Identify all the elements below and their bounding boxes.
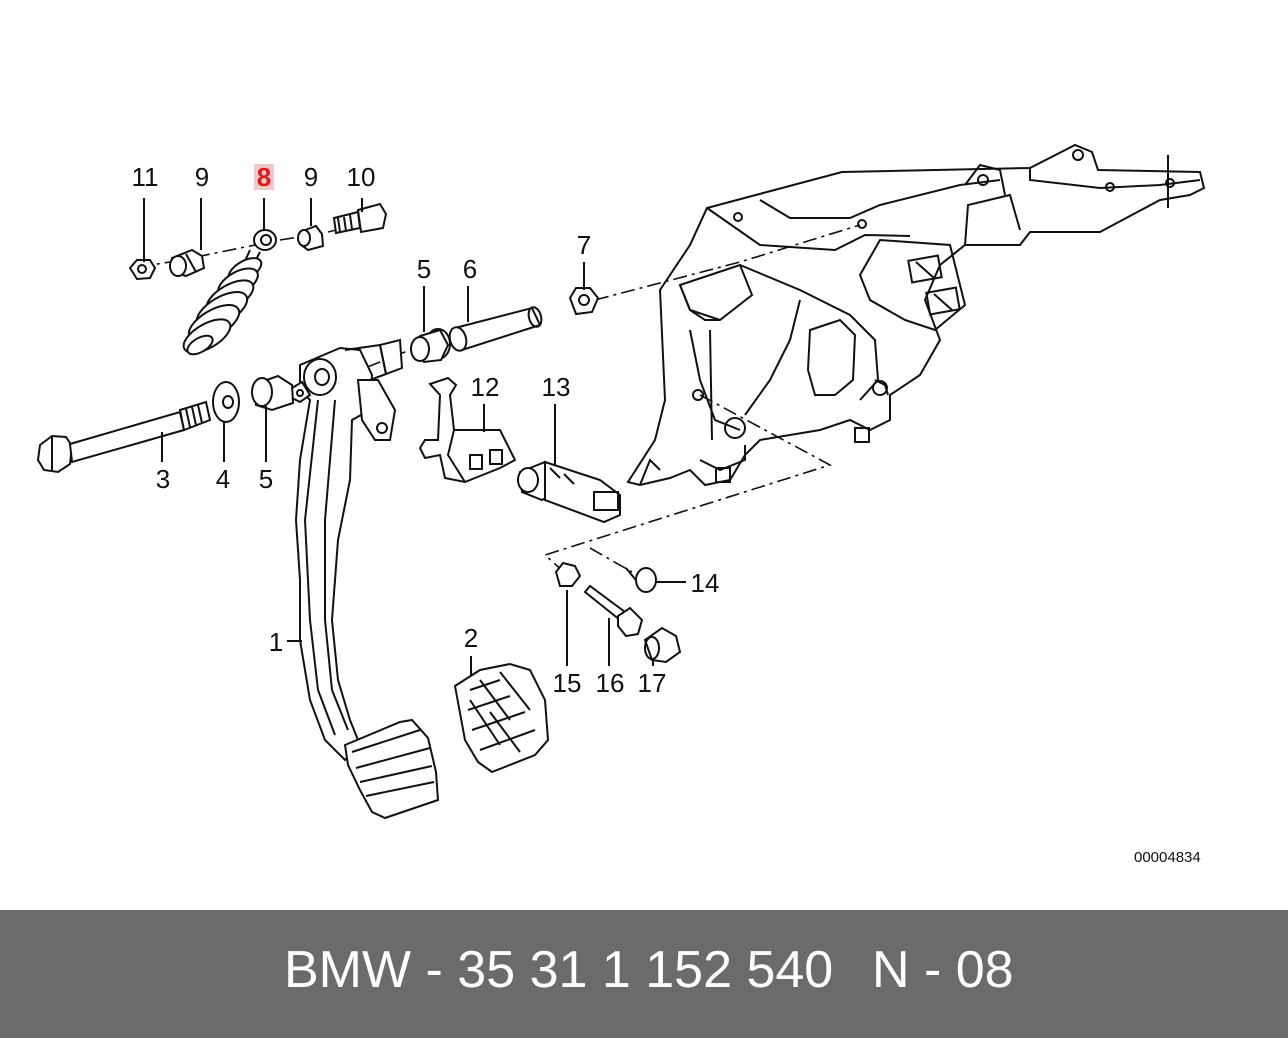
callout-16: 16: [596, 668, 625, 698]
part-15-nut: [554, 561, 582, 587]
part-9-bushing-left: [169, 248, 206, 278]
callout-3: 3: [156, 464, 170, 494]
callout-1: 1: [269, 627, 283, 657]
part-11-nut: [128, 259, 157, 281]
part-4-washer: [212, 381, 240, 423]
drawing-number: 00004834: [1134, 849, 1201, 866]
callout-6: 6: [463, 254, 477, 284]
part-8-washer: [253, 229, 277, 251]
callout-13: 13: [542, 372, 571, 402]
exploded-view-drawing: 11 9 8 9 10 7 5 6 12 13 3 4 5 1 2 14 15 …: [36, 143, 1206, 866]
part-13-switch: [517, 460, 621, 524]
callout-15: 15: [553, 668, 582, 698]
part-14-clip: [625, 567, 657, 593]
callout-7: 7: [577, 230, 591, 260]
pedal-bracket: [626, 143, 1206, 487]
callout-11: 11: [132, 162, 159, 192]
callout-9-left: 9: [195, 162, 209, 192]
part-6-sleeve: [448, 306, 543, 352]
callout-5-upper: 5: [417, 254, 431, 284]
callout-labels: 11 9 8 9 10 7 5 6 12 13 3 4 5 1 2 14 15 …: [132, 162, 720, 698]
parts-diagram: 11 9 8 9 10 7 5 6 12 13 3 4 5 1 2 14 15 …: [36, 143, 1206, 866]
part-12-bracket: [418, 376, 517, 484]
callout-2: 2: [464, 623, 478, 653]
callout-9-right: 9: [304, 162, 318, 192]
part-5-bushing-lower: [251, 374, 295, 412]
callout-4: 4: [216, 464, 230, 494]
part-10-pin: [332, 202, 388, 235]
diagram-code-caption: N - 08: [872, 941, 1014, 999]
leader-lines: [143, 198, 686, 676]
callout-14: 14: [691, 568, 720, 598]
part-17-buffer: [643, 626, 682, 664]
callout-10: 10: [347, 162, 376, 192]
callout-8-highlight: [254, 164, 274, 190]
part-9-bushing-right: [297, 224, 325, 252]
part-2-pedal-pad: [453, 662, 550, 774]
callout-8: 8: [257, 162, 271, 192]
part-1-pedal-arm: [291, 338, 440, 820]
return-spring: [182, 249, 263, 356]
caption-bar: BMW - 35 31 1 152 540 N - 08: [0, 910, 1288, 1038]
part-7-nut: [568, 287, 600, 316]
callout-12: 12: [471, 372, 500, 402]
part-number-caption: BMW - 35 31 1 152 540: [284, 941, 834, 999]
part-5-bushing-upper: [410, 328, 451, 364]
callout-5-lower: 5: [259, 464, 273, 494]
part-16-screw: [583, 584, 644, 638]
callout-17: 17: [638, 668, 667, 698]
part-3-bolt: [36, 400, 212, 474]
